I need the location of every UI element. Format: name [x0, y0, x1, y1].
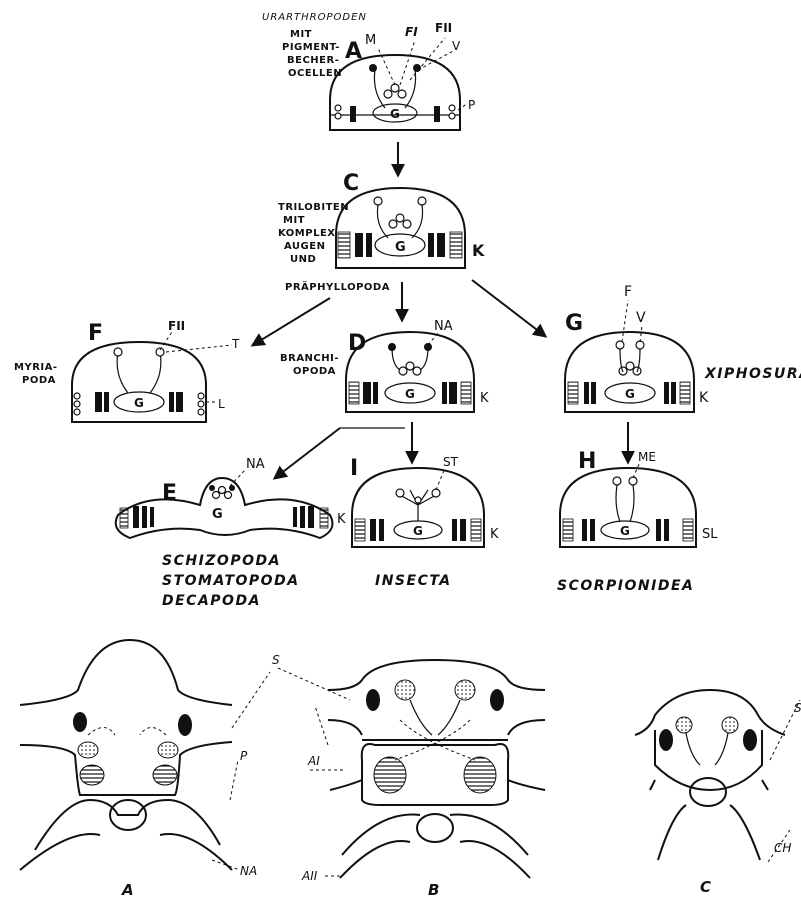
- lower-figure-c: S CH C: [635, 690, 801, 896]
- panel-a-m-label: M: [365, 33, 376, 48]
- panel-h-sl-label: SL: [702, 527, 718, 542]
- panel-g-k-label: K: [699, 390, 709, 406]
- panel-d-group-line1: BRANCHI-: [280, 353, 339, 364]
- panel-a-group-line2: MIT: [290, 29, 312, 40]
- lower-s-label-group: S: [272, 653, 350, 700]
- panel-f-group-line2: PODA: [22, 375, 56, 386]
- panel-f: F MYRIA- PODA G FII T L: [14, 319, 240, 422]
- panel-c-group2: PRÄPHYLLOPODA: [285, 279, 390, 293]
- panel-i-st-label: ST: [443, 455, 459, 469]
- panel-a-group-line4: BECHER-: [287, 55, 339, 66]
- lower-figure-a: P NA A: [20, 640, 270, 899]
- panel-f-t-label: T: [231, 337, 240, 351]
- panel-d-k-label: K: [480, 391, 489, 406]
- lower-a-outline-middle: [20, 742, 232, 795]
- lower-c-outline-top: [635, 690, 785, 735]
- panel-c-g-label: G: [395, 240, 406, 255]
- arrow-d-to-e: [275, 428, 340, 478]
- lower-a-na-label: NA: [240, 864, 257, 878]
- panel-h-g-label: G: [620, 524, 630, 538]
- panel-f-head-outline: [72, 342, 206, 422]
- panel-a-group-line1: URARTHROPODEN: [262, 12, 367, 23]
- lower-b-outline-top: [328, 660, 545, 690]
- panel-i-g-label: G: [413, 524, 423, 538]
- panel-e-group-line1: SCHIZOPODA: [162, 553, 281, 569]
- panel-h-me-label: ME: [638, 450, 656, 464]
- panel-h-letter: H: [578, 449, 596, 474]
- panel-g-g-label: G: [625, 387, 635, 401]
- panel-e-group-line2: STOMATOPODA: [162, 573, 300, 589]
- lower-a-caption: A: [121, 881, 134, 899]
- panel-a-group-line3: PIGMENT-: [282, 42, 340, 53]
- panel-g-letter: G: [565, 311, 583, 336]
- panel-d-na-label: NA: [434, 319, 453, 334]
- panel-g: G XIPHOSURA G F V K: [565, 284, 801, 412]
- panel-f-f2-label: FII: [168, 319, 185, 333]
- panel-e: E NA G K SCHIZOPODA STOMATOPODA DECAPODA: [116, 457, 346, 609]
- panel-c-group-line2: MIT: [283, 215, 305, 226]
- panel-g-group: XIPHOSURA: [704, 366, 801, 382]
- panel-g-f-label: F: [624, 284, 632, 300]
- panel-c-group-line1: TRILOBITEN: [278, 202, 349, 213]
- lower-c-s-label: S: [794, 701, 801, 715]
- panel-a: URARTHROPODEN MIT PIGMENT- BECHER- OCELL…: [262, 12, 475, 130]
- panel-c-group-line4: AUGEN: [284, 241, 325, 252]
- panel-i: I G ST K INSECTA: [350, 455, 499, 589]
- lower-s-label: S: [272, 653, 280, 667]
- panel-i-group: INSECTA: [375, 573, 452, 589]
- panel-i-letter: I: [350, 456, 358, 481]
- lower-a-outline-lower: [35, 800, 220, 850]
- lower-b-a2-label: AII: [301, 869, 318, 883]
- panel-c-k-label: K: [472, 241, 485, 260]
- panel-a-g-label: G: [390, 107, 400, 121]
- panel-h: H G ME SL SCORPIONIDEA: [557, 449, 718, 594]
- panel-e-na-label: NA: [246, 457, 265, 472]
- panel-c-group-line5: UND: [290, 254, 316, 265]
- panel-e-group-line3: DECAPODA: [162, 593, 261, 609]
- panel-g-v-label: V: [636, 310, 646, 326]
- lower-b-nerve-cord: [417, 814, 453, 842]
- panel-d-group-line2: OPODA: [293, 366, 336, 377]
- arrow-c-to-f: [253, 298, 330, 345]
- lower-figure-b: AI AII B: [301, 660, 545, 899]
- panel-f-l-label: L: [218, 397, 225, 411]
- panel-c: C TRILOBITEN MIT KOMPLEX AUGEN UND PRÄPH…: [278, 171, 485, 293]
- lower-c-caption: C: [700, 878, 711, 896]
- panel-e-letter: E: [162, 481, 177, 506]
- lower-b-a1-label: AI: [307, 754, 320, 768]
- panel-a-f2-label: FII: [435, 21, 452, 35]
- panel-h-group: SCORPIONIDEA: [557, 578, 694, 594]
- panel-a-group-line5: OCELLEN: [288, 68, 342, 79]
- panel-e-g-label: G: [212, 507, 223, 522]
- lower-c-ch-label: CH: [774, 841, 791, 855]
- panel-a-p-label: P: [468, 98, 475, 112]
- panel-f-letter: F: [88, 321, 103, 346]
- lower-a-outline-top: [20, 640, 232, 705]
- panel-d-g-label: G: [405, 387, 415, 401]
- panel-c-letter: C: [343, 171, 359, 196]
- lower-c-nerve-cord: [690, 778, 726, 806]
- panel-i-k-label: K: [490, 527, 499, 542]
- panel-e-k-label: K: [337, 512, 346, 527]
- lower-a-p-label: P: [240, 749, 248, 763]
- panel-a-f1-label: FI: [405, 25, 418, 39]
- lower-b-caption: B: [428, 881, 439, 899]
- panel-a-v-label: V: [452, 39, 461, 53]
- panel-c-group-line3: KOMPLEX: [278, 228, 336, 239]
- panel-d: D BRANCHI- OPODA G NA K: [280, 319, 489, 412]
- panel-f-group-line1: MYRIA-: [14, 362, 58, 373]
- panel-f-g-label: G: [134, 396, 144, 410]
- arrow-c-to-g: [472, 280, 545, 336]
